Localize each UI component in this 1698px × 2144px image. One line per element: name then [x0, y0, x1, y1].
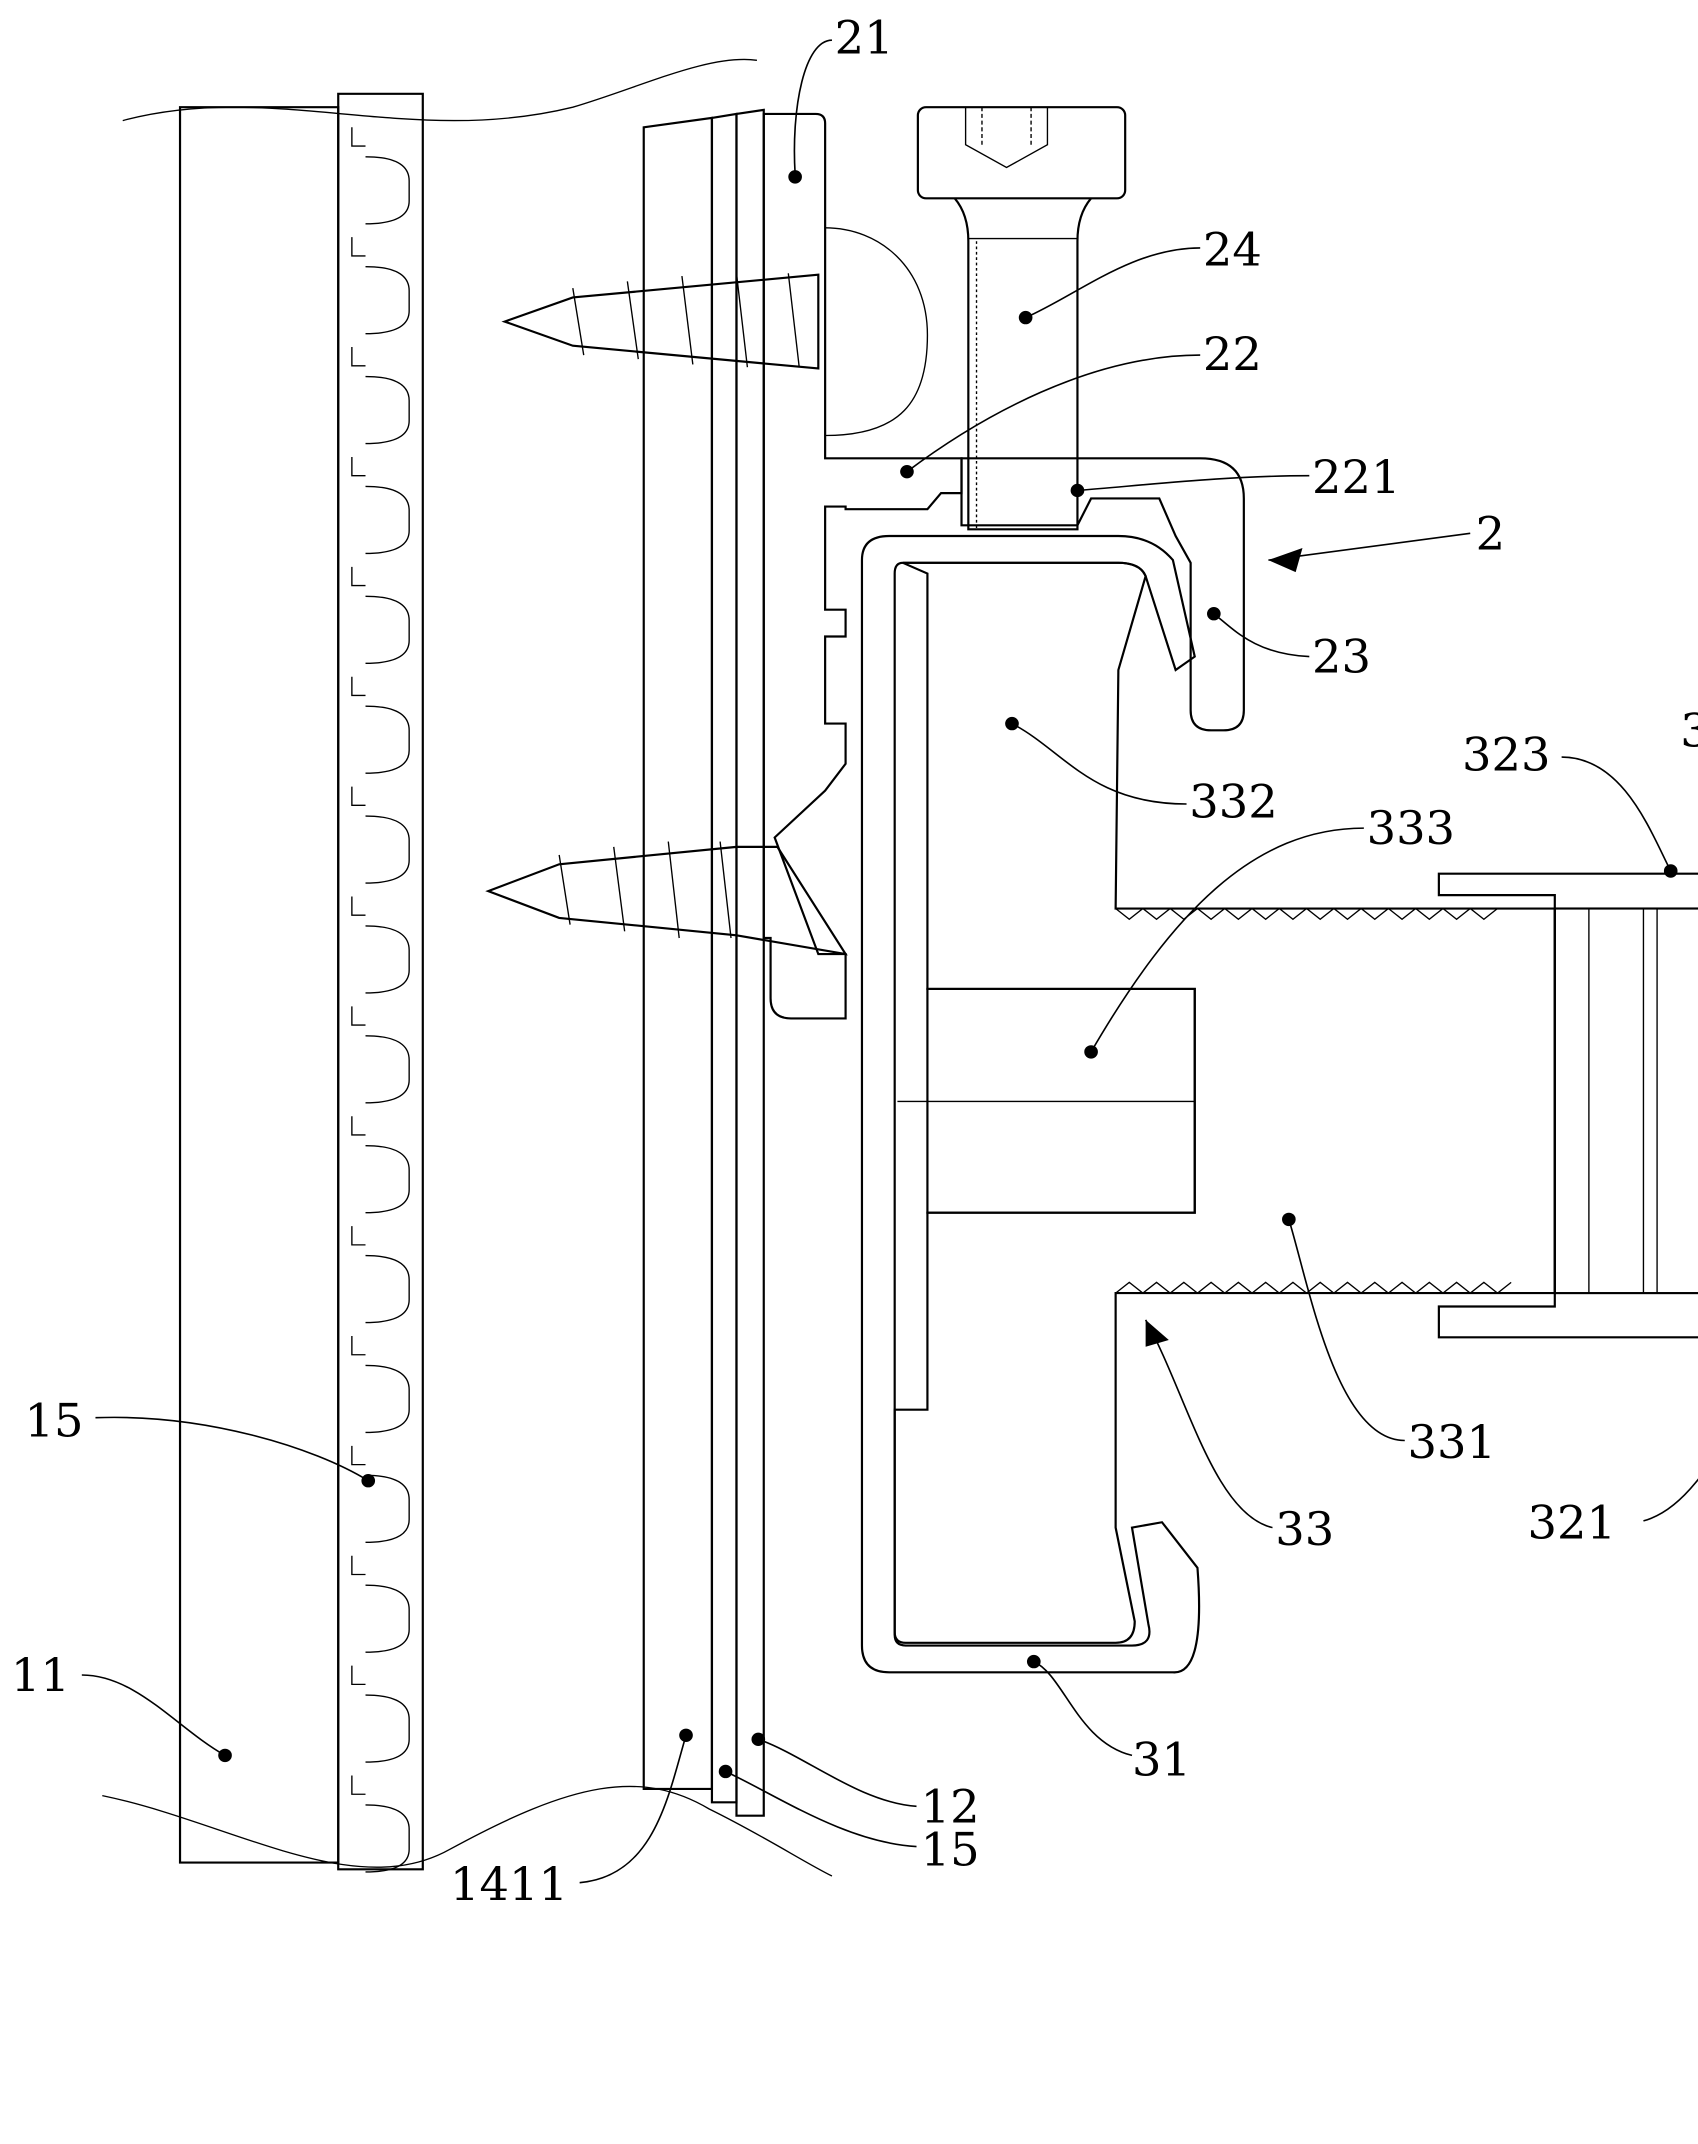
- label-323: 323: [1462, 728, 1550, 782]
- label-15-right: 15: [921, 1823, 980, 1877]
- bracket-2: [762, 112, 1245, 1020]
- wall-panel-11: [102, 58, 833, 1877]
- label-15-left: 15: [25, 1394, 84, 1448]
- label-2: 2: [1476, 507, 1506, 561]
- label-21: 21: [835, 11, 894, 65]
- label-333: 333: [1367, 802, 1455, 856]
- label-22: 22: [1203, 327, 1262, 381]
- board-1411: [642, 108, 765, 1817]
- label-331: 331: [1407, 1415, 1495, 1469]
- screw-lower: [485, 841, 848, 956]
- label-321: 321: [1528, 1496, 1616, 1550]
- label-31: 31: [1132, 1733, 1191, 1787]
- label-332: 332: [1189, 775, 1277, 829]
- label-322: 322: [1680, 704, 1698, 758]
- bolt-24: [916, 106, 1127, 531]
- label-11: 11: [11, 1648, 70, 1702]
- label-23: 23: [1312, 630, 1371, 684]
- label-1411: 1411: [450, 1858, 568, 1912]
- label-12: 12: [921, 1780, 980, 1834]
- labels: 21 24 22 221 2 23 32 322 323 332 333 331…: [11, 11, 1698, 1911]
- panel-32: [1437, 872, 1698, 1339]
- mount-body-33: [860, 534, 1556, 1674]
- cavity-333: [926, 987, 1196, 1214]
- label-33: 33: [1275, 1502, 1334, 1556]
- leaders: [81, 39, 1698, 1884]
- label-221: 221: [1312, 451, 1400, 505]
- screw-upper: [501, 273, 820, 370]
- label-24: 24: [1203, 223, 1262, 277]
